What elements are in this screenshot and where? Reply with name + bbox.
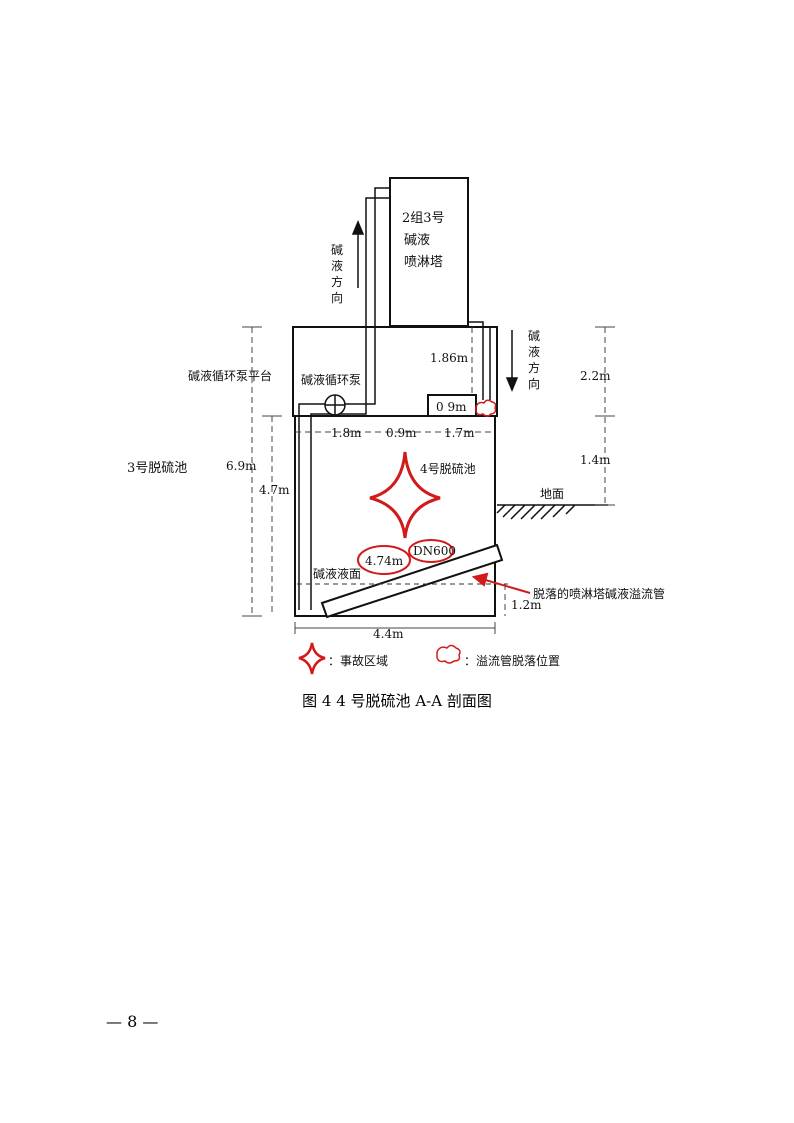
tank4-label: 4号脱硫池 [420,461,476,476]
flow-down-char-2: 液 [528,344,540,359]
legend-star-icon [298,642,326,675]
dim-69: 6.9m [226,459,257,473]
flow-down-arrow [505,330,519,392]
flow-down-char-3: 方 [528,360,540,375]
liquid-level-label: 碱液液面 [313,566,361,581]
dn600-circle [408,539,454,563]
figure-caption: 图 4 4 号脱硫池 A-A 剖面图 [302,692,492,710]
tower-label-line1: 2组3号 [402,211,445,226]
dim-474: 4.74m [365,554,404,568]
flow-up-arrow [351,220,365,288]
legend-accident-label: ：事故区域 [328,653,388,668]
flow-up-char-4: 向 [331,290,343,305]
dim-18: 1.8m [331,426,362,440]
tank3-label: 3号脱硫池 [127,461,187,476]
dim-186: 1.86m [430,351,469,365]
tank-4 [294,415,496,617]
flow-up-char-2: 液 [331,258,343,273]
pump-icon [324,394,346,416]
tower-label-line3: 喷淋塔 [404,255,443,270]
flow-down-char-1: 碱 [528,329,540,343]
dim-17: 1.7m [444,426,475,440]
dn600-label: DN600 [413,544,456,558]
legend-detach-label: ：溢流管脱落位置 [464,653,560,668]
ground-line [496,504,608,520]
fallen-pipe-arrow [471,572,531,594]
flow-up-char-1: 碱 [331,243,343,257]
overflow-pipe [468,321,491,400]
dim-09-small: 0 9m [436,400,467,414]
spray-tower [389,177,469,327]
flow-up-char-3: 方 [331,274,343,289]
pump-label: 碱液循环泵 [301,372,361,387]
pump-platform-label: 碱液循环泵平台 [188,368,272,383]
section-diagram: 2组3号 碱液 喷淋塔 碱 液 方 向 碱 液 方 向 1.86m 2.2m 1… [127,177,665,675]
page-number: — 8 — [106,1012,159,1031]
dim-22: 2.2m [580,369,611,383]
dim-12: 1.2m [511,598,542,612]
tower-label-line2: 碱液 [404,233,430,248]
pipe-detach-cloud-icon [475,399,497,417]
accident-star-icon [369,451,441,539]
alkali-pipe [298,187,390,610]
dim-47: 4.7m [259,483,290,497]
height-474-circle [357,545,411,575]
dim-09: 0.9m [386,426,417,440]
dim-14: 1.4m [580,453,611,467]
fallen-pipe [320,543,504,619]
legend-cloud-icon [436,644,461,664]
fallen-pipe-label: 脱落的喷淋塔碱液溢流管 [533,586,665,601]
flow-down-char-4: 向 [528,376,540,391]
ground-label: 地面 [540,487,564,501]
dim-44: 4.4m [373,627,404,641]
